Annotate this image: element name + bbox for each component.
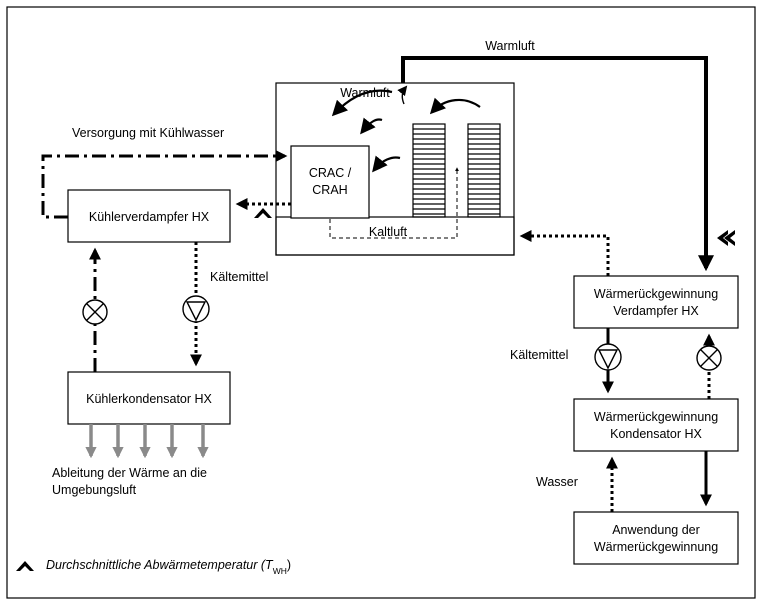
- crac-label-2: CRAH: [312, 183, 347, 197]
- heat-recovery-condenser-label-2: Kondensator HX: [610, 427, 702, 441]
- raised-floor: [275, 216, 515, 256]
- chevron-marker-icon: [717, 230, 728, 246]
- pump-icon: [182, 295, 210, 323]
- legend-text: Durchschnittliche Abwärmetemperatur (TWH…: [46, 558, 291, 576]
- heat-recovery-condenser-label-1: Wärmerückgewinnung: [594, 410, 718, 424]
- chevron-marker-icon: [16, 561, 34, 571]
- chiller-condenser-hx: Kühlerkondensator HX: [67, 371, 231, 425]
- chevron-marker-icon: [724, 230, 735, 246]
- heat-recovery-evaporator-label-1: Wärmerückgewinnung: [594, 287, 718, 301]
- valve-icon: [82, 299, 108, 325]
- datacenter-room: [275, 82, 515, 256]
- warm-air-label: Warmluft: [485, 39, 535, 53]
- heat-dissipation-arrows: [85, 424, 209, 459]
- water-label: Wasser: [536, 475, 578, 489]
- warm-air-arrows: [331, 85, 481, 173]
- chiller-evaporator-hx: Kühlerverdampfer HX: [67, 189, 231, 243]
- cold-air-return-line: [519, 230, 610, 276]
- room-warm-air-label: Warmluft: [340, 86, 390, 100]
- chevron-marker-icon: [254, 208, 272, 218]
- server-rack-right: [467, 123, 501, 218]
- heat-recovery-evaporator-label-2: Verdampfer HX: [613, 304, 699, 318]
- legend: Durchschnittliche Abwärmetemperatur (TWH…: [16, 558, 291, 576]
- cold-air-path: [329, 167, 459, 239]
- crac-crah-unit: CRAC / CRAH: [290, 145, 370, 219]
- heat-recovery-application-label-2: Wärmerückgewinnung: [594, 540, 718, 554]
- outer-frame: [6, 6, 756, 599]
- heat-recovery-condenser-hx: Wärmerückgewinnung Kondensator HX: [573, 398, 739, 452]
- cold-air-label: Kaltluft: [369, 225, 408, 239]
- heat-recovery-application-label-1: Anwendung der: [612, 523, 700, 537]
- heat-recovery-evaporator-hx: Wärmerückgewinnung Verdampfer HX: [573, 275, 739, 329]
- server-rack-left: [412, 123, 446, 218]
- chiller-evaporator-label: Kühlerverdampfer HX: [89, 210, 210, 224]
- refrigerant-label-right: Kältemittel: [510, 348, 568, 362]
- heat-recovery-application: Anwendung der Wärmerückgewinnung: [573, 511, 739, 565]
- refrigerant-label-left: Kältemittel: [210, 270, 268, 284]
- chiller-condenser-label: Kühlerkondensator HX: [86, 392, 212, 406]
- warm-air-exhaust-line: [401, 56, 714, 272]
- crac-label-1: CRAC /: [309, 166, 352, 180]
- pump-icon: [594, 343, 622, 371]
- cooling-water-supply-label: Versorgung mit Kühlwasser: [72, 126, 224, 140]
- valve-icon: [696, 345, 722, 371]
- cooling-water-supply-line: [41, 150, 288, 219]
- heat-dissipation-label-1: Ableitung der Wärme an die: [52, 466, 207, 480]
- heat-dissipation-label-2: Umgebungsluft: [52, 483, 137, 497]
